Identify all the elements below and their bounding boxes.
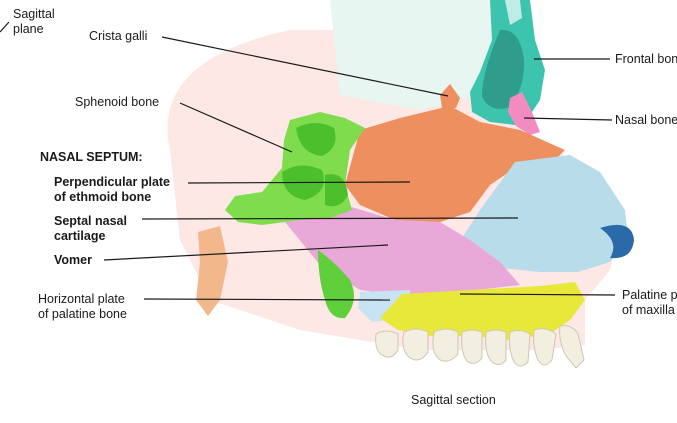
label-septal-cartilage-line1: Septal nasal bbox=[54, 214, 127, 228]
label-perpendicular-plate-line1: Perpendicular plate bbox=[54, 175, 171, 189]
label-frontal-bone: Frontal bone bbox=[615, 52, 677, 67]
ethmoid-plate-shape bbox=[345, 106, 565, 222]
label-crista-galli: Crista galli bbox=[89, 29, 148, 43]
nostril bbox=[600, 224, 634, 259]
label-horizontal-plate-line1: Horizontal plate bbox=[38, 292, 125, 306]
label-sagittal-plane: Sagittal plane bbox=[13, 7, 55, 37]
label-palatine-process-line2: of maxilla bbox=[622, 303, 675, 317]
leader-lines bbox=[103, 36, 616, 301]
leader-palatine-process bbox=[459, 293, 616, 296]
leader-septal-cartilage bbox=[141, 217, 519, 220]
label-nasal-bone-text: Nasal bone bbox=[615, 113, 677, 127]
label-nasal-bone: Nasal bone bbox=[615, 113, 677, 128]
frontal-bone-highlight bbox=[505, 0, 522, 25]
posterior-orange-part bbox=[196, 226, 228, 316]
teeth bbox=[375, 325, 585, 369]
label-septal-cartilage: Septal nasal cartilage bbox=[54, 214, 127, 244]
skull-background bbox=[330, 0, 510, 110]
frontal-sinus bbox=[482, 29, 525, 109]
sphenoid-sinus-1 bbox=[296, 123, 336, 156]
label-sagittal-plane-line1: Sagittal bbox=[13, 7, 55, 21]
label-sphenoid-bone: Sphenoid bone bbox=[75, 95, 160, 109]
pterygoid-shape bbox=[318, 250, 354, 319]
label-palatine-process-line1: Palatine process bbox=[622, 288, 677, 302]
leader-crista-galli bbox=[161, 36, 449, 97]
septal-cartilage-shape bbox=[462, 155, 628, 272]
label-perpendicular-plate: Perpendicular plate of ethmoid bone bbox=[54, 175, 170, 205]
label-perpendicular-plate-line2: of ethmoid bone bbox=[54, 190, 152, 204]
label-palatine-process: Palatine process of maxilla bbox=[622, 288, 677, 318]
leader-vomer bbox=[103, 244, 389, 261]
crista-galli-shape bbox=[440, 84, 460, 108]
label-frontal-bone-text: Frontal bone bbox=[615, 52, 677, 66]
maxilla-shape bbox=[380, 282, 585, 340]
leader-sphenoid-bone bbox=[179, 102, 293, 153]
leader-nasal-bone bbox=[523, 117, 613, 121]
leader-perpendicular-plate bbox=[187, 181, 411, 184]
label-septal-cartilage-line2: cartilage bbox=[54, 229, 106, 243]
label-horizontal-plate-line2: of palatine bone bbox=[38, 307, 127, 321]
vomer-shape bbox=[285, 205, 520, 295]
label-sagittal-plane-line2: plane bbox=[13, 22, 44, 36]
leader-horizontal-plate bbox=[143, 298, 391, 301]
label-vomer: Vomer bbox=[54, 253, 92, 267]
caption: Sagittal section bbox=[411, 393, 496, 407]
label-horizontal-plate: Horizontal plate of palatine bone bbox=[38, 292, 127, 322]
nasal-bone-shape bbox=[508, 92, 540, 135]
sagittal-plane-line bbox=[0, 21, 10, 33]
label-nasal-septum: NASAL SEPTUM: bbox=[40, 150, 143, 164]
